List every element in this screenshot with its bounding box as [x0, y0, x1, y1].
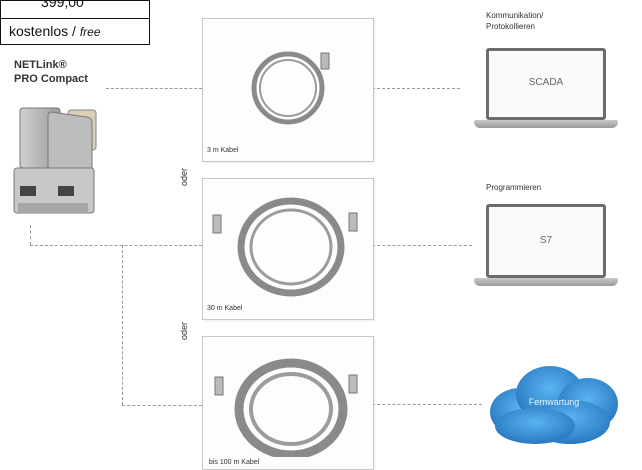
s7-laptop-screen: S7	[486, 204, 606, 278]
cable-label: 3 m Kabel	[207, 147, 239, 154]
device-title-line2: PRO Compact	[14, 73, 88, 85]
connector-line	[106, 88, 202, 89]
free-separator: /	[68, 23, 80, 39]
connector-line	[30, 245, 202, 246]
scada-screen-text: SCADA	[528, 77, 564, 88]
oder-label: oder	[179, 167, 189, 186]
connector-line	[30, 225, 31, 245]
connector-line	[372, 404, 482, 405]
connector-line	[122, 245, 123, 405]
cable-coil-icon	[251, 51, 330, 125]
cable-coil-icon	[214, 358, 358, 457]
free-label: kostenlos / free	[9, 23, 101, 39]
cloud-label: Fernwartung	[528, 397, 580, 407]
cloud-icon	[490, 366, 618, 444]
connector-line	[372, 245, 472, 246]
free-label-en: free	[79, 25, 101, 39]
connector-line	[122, 405, 202, 406]
cable-panel-30m: 30 m Kabel	[202, 178, 374, 320]
price-row: 399,00	[1, 0, 149, 19]
scada-caption: Kommunikation/ Protokollieren	[486, 11, 544, 31]
netlink-adapter-icon	[13, 107, 97, 214]
free-label-de: kostenlos	[9, 23, 69, 39]
device-title-line1: NETLink®	[14, 59, 67, 71]
laptop-icon	[474, 120, 618, 128]
device-title: NETLink® PRO Compact	[14, 58, 88, 86]
price-value: 399,00	[41, 0, 84, 10]
cable-coil-icon	[212, 197, 358, 297]
cable-label: bis 100 m Kabel	[209, 459, 260, 466]
scada-laptop-screen: SCADA	[486, 48, 606, 120]
price-box: 399,00 kostenlos / free	[0, 0, 150, 45]
cable-panel-100m: bis 100 m Kabel	[202, 336, 374, 470]
laptop-icon	[474, 278, 618, 286]
s7-screen-text: S7	[539, 235, 553, 246]
oder-label: oder	[179, 321, 189, 340]
connector-line	[372, 88, 460, 89]
cable-panel-3m: 3 m Kabel	[202, 18, 374, 162]
s7-caption: Programmieren	[486, 183, 542, 192]
cable-label: 30 m Kabel	[207, 305, 243, 312]
